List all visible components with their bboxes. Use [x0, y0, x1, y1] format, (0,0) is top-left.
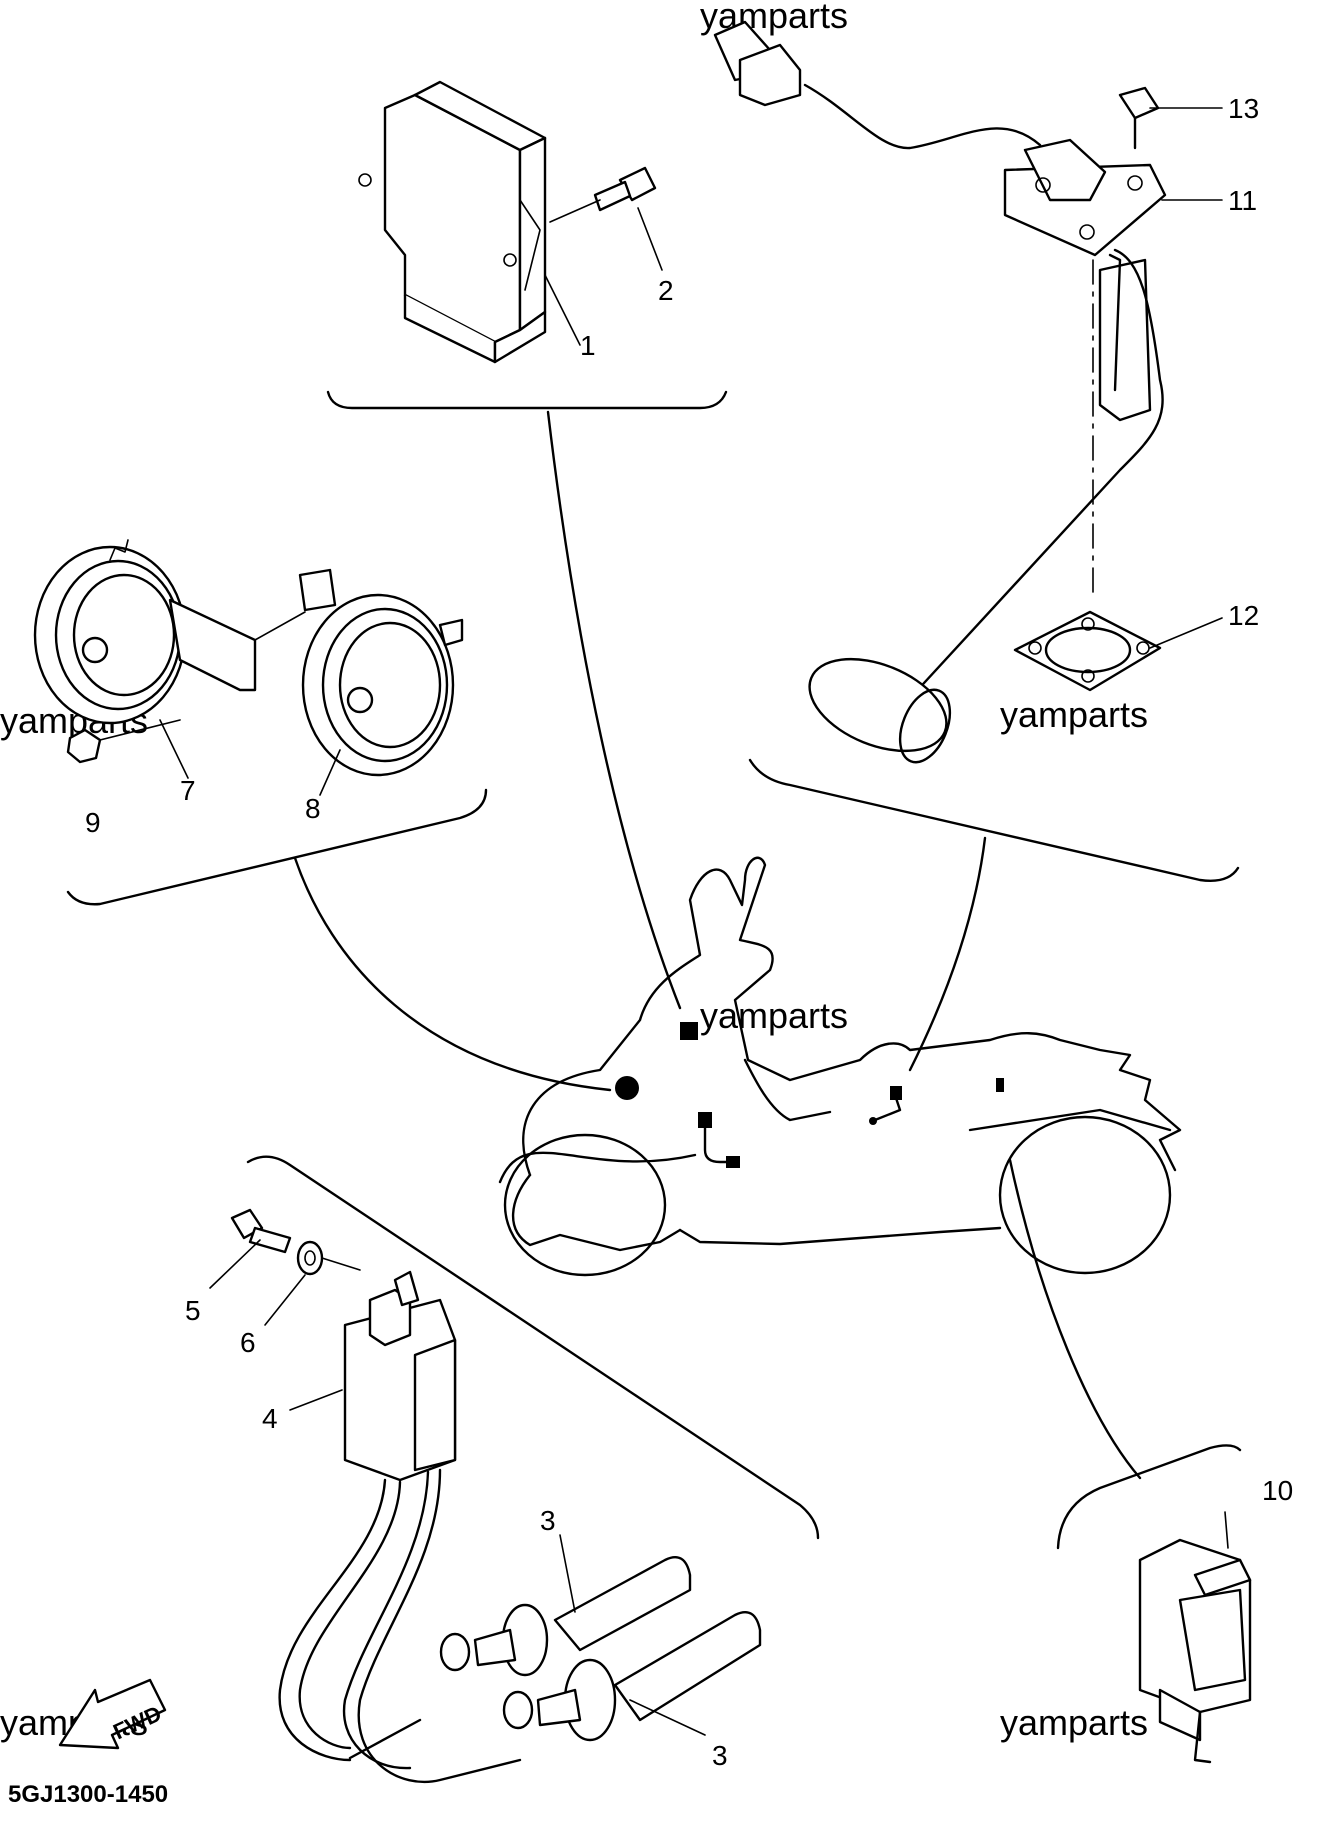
- relay-10: [1138, 1538, 1252, 1764]
- diagram-code: 5GJ1300-1450: [8, 1781, 168, 1808]
- callout-leaders: [159, 107, 1229, 1736]
- gasket-12: [1013, 610, 1162, 692]
- horn-8: [254, 568, 464, 777]
- leader-ignition: [498, 1151, 697, 1184]
- callout-1: 1: [580, 330, 596, 361]
- callout-13: 13: [1228, 93, 1259, 124]
- marker-ignition: [703, 1118, 737, 1164]
- callout-6: 6: [240, 1327, 256, 1358]
- leader-fuel-sender: [908, 836, 987, 1072]
- panel-frame-horns: [66, 788, 488, 906]
- leader-relay: [1008, 1158, 1142, 1480]
- leader-horns: [293, 856, 612, 1092]
- callout-3-lower: 3: [712, 1740, 728, 1771]
- callout-8: 8: [305, 793, 321, 824]
- spark-plug-cap-lower: [502, 1610, 762, 1742]
- panel-frame-cdi: [326, 390, 728, 410]
- callout-11: 11: [1228, 185, 1257, 216]
- panel-frame-ignition: [246, 1155, 820, 1540]
- callout-12: 12: [1228, 600, 1259, 631]
- spark-plug-cap-upper: [439, 1555, 692, 1677]
- watermark-center: yamparts: [700, 995, 848, 1036]
- watermark-right-mid: yamparts: [1000, 694, 1148, 735]
- watermark-bottom-right: yamparts: [1000, 1702, 1148, 1743]
- callout-10: 10: [1262, 1475, 1293, 1506]
- washer-6: [296, 1240, 361, 1276]
- bolt-2: [549, 166, 657, 223]
- marker-relay: [996, 1078, 1004, 1092]
- cdi-unit: [358, 80, 547, 364]
- nut-9: [66, 719, 181, 764]
- marker-cdi: [680, 1022, 698, 1040]
- panel-frame-fuel-sender: [748, 758, 1240, 882]
- motorcycle-silhouette: [503, 856, 1182, 1277]
- panel-frame-relay: [1056, 1444, 1242, 1550]
- callout-4: 4: [262, 1403, 278, 1434]
- horn-7: [33, 539, 257, 725]
- bolt-5: [230, 1208, 292, 1254]
- bolt-13: [1118, 86, 1160, 150]
- leader-cdi: [546, 410, 682, 1010]
- fuel-sender: [713, 20, 1167, 764]
- callout-2: 2: [658, 275, 674, 306]
- callout-9: 9: [85, 807, 101, 838]
- callout-7: 7: [180, 775, 196, 806]
- ignition-coil: [278, 1270, 522, 1784]
- marker-horn: [615, 1076, 639, 1100]
- callout-3-upper: 3: [540, 1505, 556, 1536]
- callout-5: 5: [185, 1295, 201, 1326]
